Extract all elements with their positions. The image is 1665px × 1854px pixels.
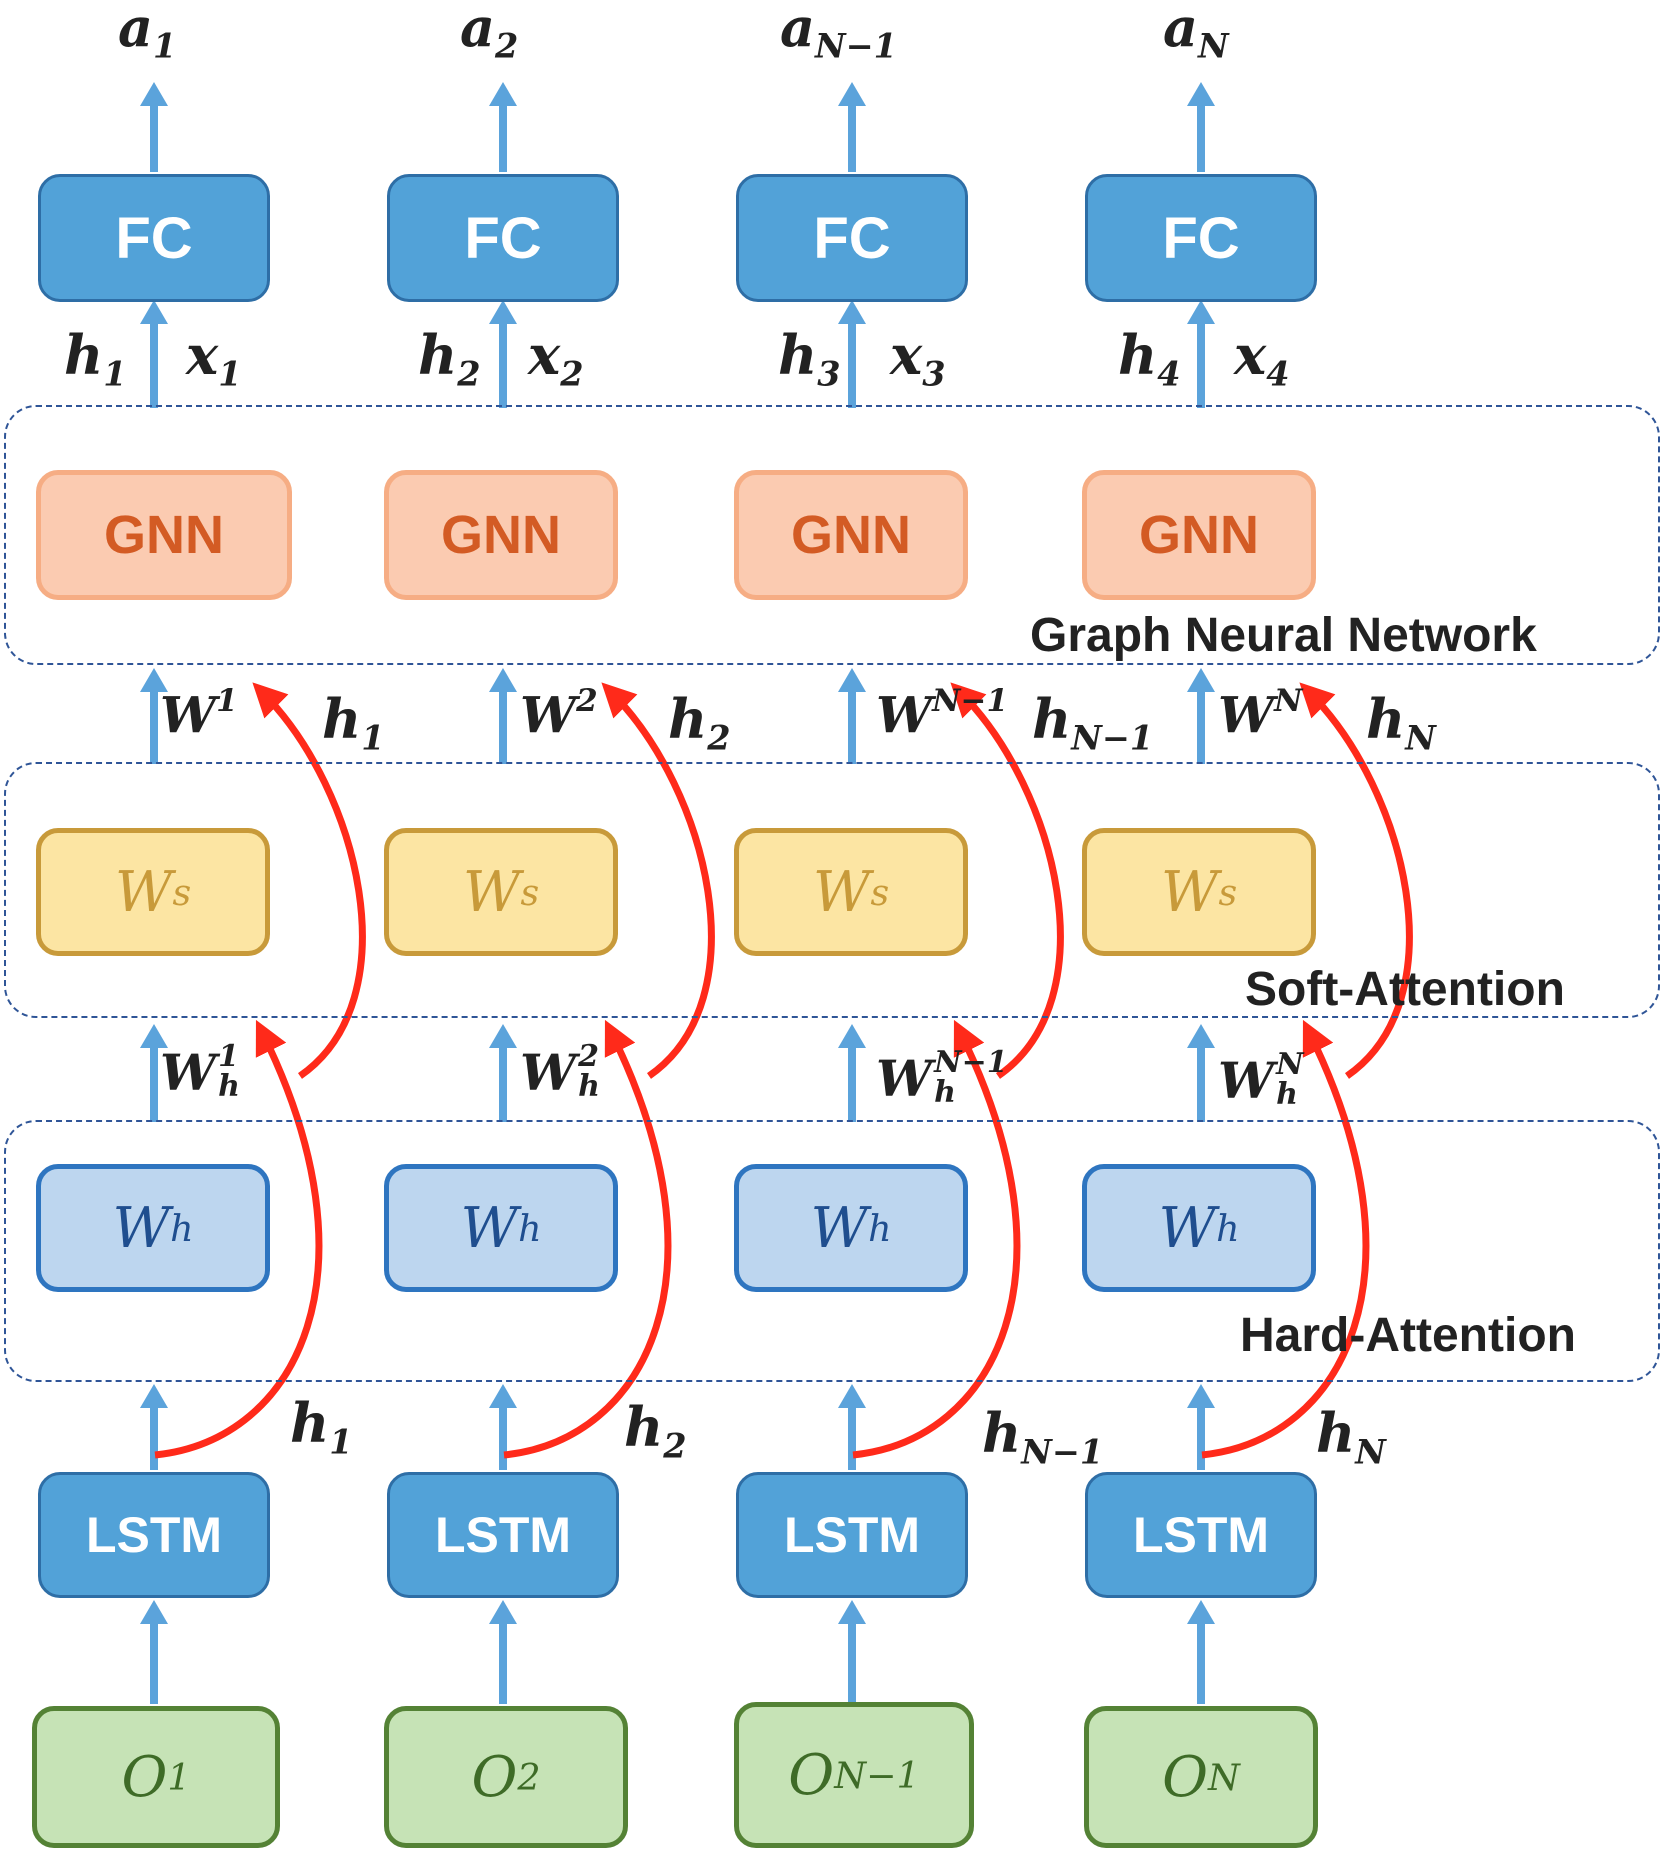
output-label-2: a2	[460, 0, 519, 66]
gnn-region-label: Graph Neural Network	[1030, 609, 1537, 662]
lstm-output-h-n: hN	[1316, 1401, 1386, 1472]
soft-output-h-2: h2	[668, 687, 731, 758]
soft-output-w-n: WN	[1218, 683, 1303, 745]
arrow-gnn-to-fc-3-head	[838, 300, 866, 324]
red-arrow-hard-2	[503, 1019, 672, 1459]
hard-attention-region-label: Hard-Attention	[1240, 1309, 1576, 1362]
arrow-hard-to-soft-4-head	[1187, 1024, 1215, 1048]
fc-box-3: FC	[736, 174, 968, 302]
arrow-obs-to-lstm-1-head	[140, 1600, 168, 1624]
arrow-lstm-to-hard-4-head	[1187, 1384, 1215, 1408]
lstm-box-2: LSTM	[387, 1472, 619, 1598]
red-arrow-soft-2	[601, 682, 715, 1079]
red-arrow-soft-1	[252, 682, 366, 1079]
fc-box-4: FC	[1085, 174, 1317, 302]
red-arrow-hard-4	[1201, 1019, 1370, 1459]
hard-attention-region	[4, 1120, 1660, 1382]
red-arrow-hard-1	[154, 1019, 323, 1459]
soft-output-w-n-minus-1: WN−1	[876, 683, 1009, 745]
arrow-soft-to-gnn-1-head	[140, 668, 168, 692]
fc-box-1: FC	[38, 174, 270, 302]
lstm-box-4: LSTM	[1085, 1472, 1317, 1598]
red-arrow-soft-3	[950, 682, 1064, 1079]
arrow-lstm-to-hard-2-head	[489, 1384, 517, 1408]
fc-box-2: FC	[387, 174, 619, 302]
soft-attention-region	[4, 762, 1660, 1018]
soft-output-h-n: hN	[1366, 687, 1436, 758]
red-arrow-soft-4	[1299, 682, 1413, 1079]
fc-input-h-2: h2	[418, 323, 481, 394]
arrow-hard-to-soft-1-head	[140, 1024, 168, 1048]
arrow-obs-to-lstm-4-head	[1187, 1600, 1215, 1624]
arrow-soft-to-gnn-4-head	[1187, 668, 1215, 692]
lstm-output-h-1: h1	[290, 1391, 353, 1462]
gnn-region	[4, 405, 1660, 665]
gnn-box-2: GNN	[384, 470, 618, 600]
fc-input-h-3: h3	[778, 323, 841, 394]
gnn-box-3: GNN	[734, 470, 968, 600]
fc-input-x-4: x4	[1234, 323, 1290, 394]
lstm-box-1: LSTM	[38, 1472, 270, 1598]
arrow-lstm-to-hard-1-head	[140, 1384, 168, 1408]
fc-input-x-1: x1	[186, 323, 242, 394]
arrow-hard-to-soft-2-head	[489, 1024, 517, 1048]
fc-input-x-3: x3	[890, 323, 946, 394]
output-label-1: a1	[118, 0, 177, 66]
arrow-fc-to-output-1-head	[140, 82, 168, 106]
lstm-output-h-n-minus-1: hN−1	[982, 1401, 1104, 1472]
arrow-fc-to-output-3-head	[838, 82, 866, 106]
red-arrow-hard-3	[852, 1019, 1021, 1459]
arrow-gnn-to-fc-2-head	[489, 300, 517, 324]
arrow-gnn-to-fc-1-head	[140, 300, 168, 324]
fc-input-h-1: h1	[64, 323, 127, 394]
lstm-box-3: LSTM	[736, 1472, 968, 1598]
output-label-n: aN	[1163, 0, 1229, 66]
arrow-fc-to-output-4-head	[1187, 82, 1215, 106]
gnn-box-4: GNN	[1082, 470, 1316, 600]
arrow-hard-to-soft-3-head	[838, 1024, 866, 1048]
soft-output-h-n-minus-1: hN−1	[1032, 687, 1154, 758]
output-label-n-minus-1: aN−1	[780, 0, 897, 66]
arrow-gnn-to-fc-4-head	[1187, 300, 1215, 324]
soft-output-w-1: W1	[160, 683, 238, 745]
arrow-obs-to-lstm-3-head	[838, 1600, 866, 1624]
arrow-fc-to-output-2-head	[489, 82, 517, 106]
soft-attention-region-label: Soft-Attention	[1245, 963, 1565, 1016]
fc-input-h-4: h4	[1118, 323, 1181, 394]
soft-output-h-1: h1	[322, 687, 385, 758]
lstm-output-h-2: h2	[624, 1395, 687, 1466]
fc-input-x-2: x2	[528, 323, 584, 394]
arrow-soft-to-gnn-3-head	[838, 668, 866, 692]
gnn-box-1: GNN	[36, 470, 292, 600]
soft-output-w-2: W2	[520, 683, 598, 745]
arrow-soft-to-gnn-2-head	[489, 668, 517, 692]
arrow-obs-to-lstm-2-head	[489, 1600, 517, 1624]
arrow-lstm-to-hard-3-head	[838, 1384, 866, 1408]
